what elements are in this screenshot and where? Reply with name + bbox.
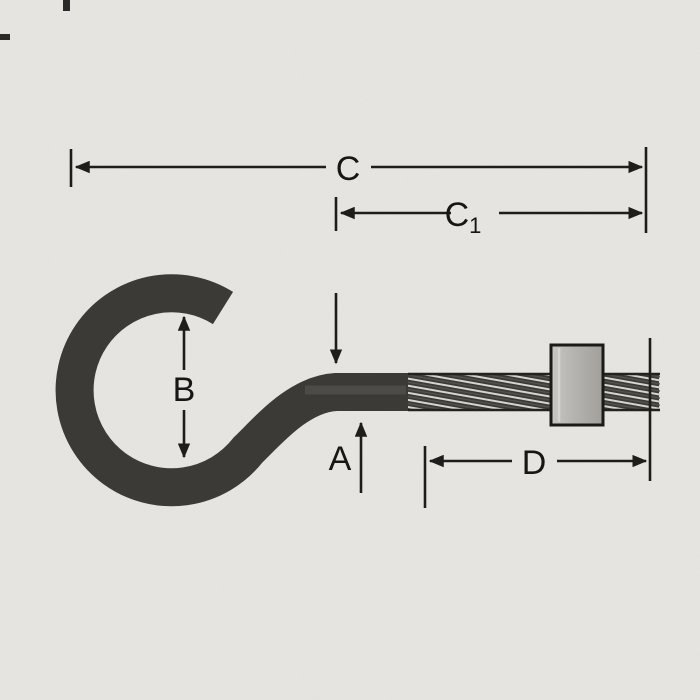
label-a: A [329,440,352,478]
scan-artifact [0,34,10,40]
hook-and-shank [55,274,659,507]
label-c1-main: C [445,196,470,234]
dimension-d [423,338,652,508]
scan-artifact [63,0,70,11]
label-c: C [336,150,361,188]
threads [408,373,660,411]
label-c1-subscript: 1 [469,213,481,238]
dimension-a [329,293,368,493]
label-c1: C1 [445,196,482,238]
dimension-c [69,147,648,233]
hook-bolt-drawing [55,274,660,507]
dimension-c1 [334,197,644,231]
label-b: B [173,371,196,409]
label-d: D [522,444,547,482]
